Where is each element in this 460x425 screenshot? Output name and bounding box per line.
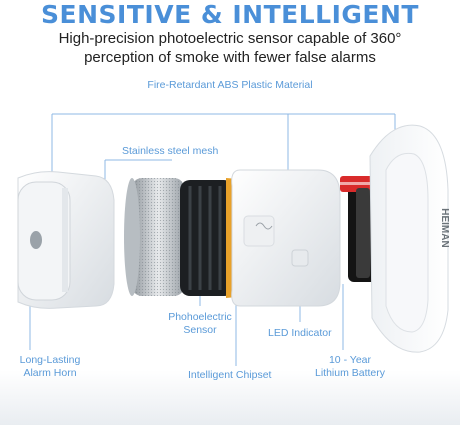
floor-shadow — [0, 370, 460, 425]
subtitle-line1: High-precision photoelectric sensor capa… — [58, 30, 402, 47]
label-sensor-line2: Sensor — [183, 324, 217, 336]
front-cover — [17, 171, 115, 309]
brand-text: HEIMAN — [439, 208, 450, 247]
label-led: LED Indicator — [268, 327, 332, 339]
label-sensor: Phohoelectric Sensor — [160, 311, 240, 337]
headline: SENSITIVE & INTELLIGENT — [41, 0, 419, 29]
label-horn-line2: Alarm Horn — [23, 367, 77, 379]
back-plate — [369, 124, 449, 353]
main-body — [231, 169, 341, 307]
subtitle-line2: perception of smoke with fewer false ala… — [84, 49, 376, 66]
label-battery-line1: 10 - Year — [328, 354, 372, 366]
label-chipset: Intelligent Chipset — [188, 369, 272, 381]
label-battery-line2: Lithium Battery — [314, 367, 386, 379]
label-mesh: Stainless steel mesh — [122, 145, 219, 157]
label-material: Fire-Retardant ABS Plastic Material — [147, 79, 313, 91]
label-battery: 10 - Year Lithium Battery — [300, 354, 400, 380]
stainless-mesh — [124, 178, 184, 296]
label-horn: Long-Lasting Alarm Horn — [0, 354, 100, 380]
label-horn-line1: Long-Lasting — [19, 354, 81, 366]
label-sensor-line1: Phohoelectric — [168, 311, 232, 323]
